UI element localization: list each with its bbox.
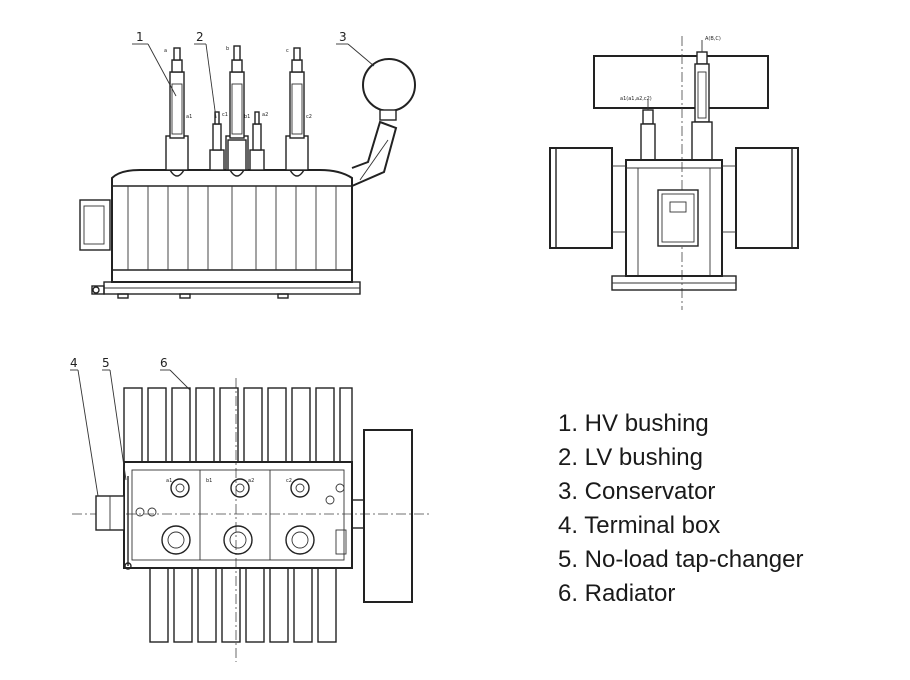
legend-item-radiator: 6. Radiator (558, 580, 676, 607)
callout-side-hv: A(B,C) (705, 36, 721, 42)
side-radiator-left (549, 147, 613, 249)
component-legend: 1. HV bushing 2. LV bushing 3. Conservat… (558, 407, 803, 611)
hv-bushing-a (165, 47, 189, 177)
callout-5: 5 (102, 356, 110, 370)
callout-4: 4 (70, 356, 78, 370)
legend-item-conservator: 3. Conservator (558, 478, 716, 505)
callout-1: 1 (136, 30, 144, 44)
mark-b: b (226, 46, 229, 52)
side-view: A(B,C) a1(a1,a2,c2) (549, 36, 799, 310)
top-conservator (363, 429, 413, 603)
mark-a: a (164, 48, 167, 54)
legend-item-hv-bushing: 1. HV bushing (558, 410, 709, 437)
legend-item-lv-bushing: 2. LV bushing (558, 444, 703, 471)
callout-3: 3 (339, 30, 347, 44)
front-tank-corrugations (127, 186, 337, 270)
hv-bushing-c (285, 47, 309, 177)
mark-c2: c2 (306, 114, 312, 120)
top-view: a1 b1 a2 c2 4 5 6 (70, 356, 430, 662)
top-radiators-upper (123, 387, 353, 463)
side-radiator-right (735, 147, 799, 249)
mark-a1: a1 (186, 114, 192, 120)
side-control-cabinet (657, 189, 699, 247)
side-conservator (593, 55, 769, 109)
mark-a2: a2 (262, 112, 268, 118)
top-mark-c2: c2 (286, 478, 292, 484)
front-view: a b c a1 b1 c1 a2 c2 1 2 3 (79, 30, 416, 299)
legend-item-tap-changer: 5. No-load tap-changer (558, 546, 804, 573)
front-terminal-box (79, 199, 111, 251)
lv-bushings (209, 111, 265, 171)
top-tank (123, 461, 353, 569)
mark-c1: c1 (222, 112, 228, 118)
callout-2: 2 (196, 30, 204, 44)
top-mark-a2: a2 (248, 478, 254, 484)
mark-c: c (286, 48, 289, 54)
front-conservator (351, 58, 416, 187)
top-radiators-lower (149, 567, 337, 643)
mark-b1: b1 (244, 114, 250, 120)
top-mark-b1: b1 (206, 478, 212, 484)
top-mark-a1: a1 (166, 478, 172, 484)
legend-item-terminal-box: 4. Terminal box (558, 512, 721, 539)
callout-side-lv: a1(a1,a2,c2) (620, 96, 652, 102)
front-tank-outline (111, 169, 353, 283)
callout-6: 6 (160, 356, 168, 370)
